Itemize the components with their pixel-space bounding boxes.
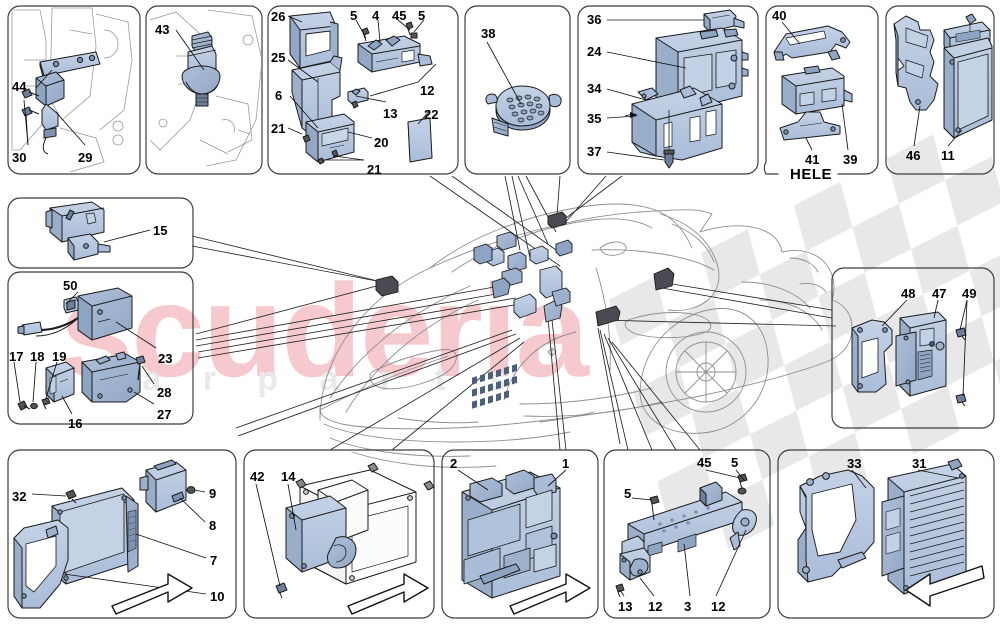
callout-49: 49 <box>962 286 977 301</box>
callout-37: 37 <box>587 144 602 159</box>
callout-23: 23 <box>158 351 173 366</box>
callout-20: 20 <box>374 135 389 150</box>
callout-5-b: 5 <box>418 8 426 23</box>
callout-1: 1 <box>562 456 570 471</box>
callout-9: 9 <box>209 486 217 501</box>
callout-35: 35 <box>587 111 602 126</box>
callout-41: 41 <box>805 152 820 167</box>
arrow-icon <box>347 573 429 615</box>
callout-19: 19 <box>52 349 67 364</box>
callout-44: 44 <box>12 79 27 94</box>
callout-17: 17 <box>9 349 24 364</box>
callout-46: 46 <box>906 148 921 163</box>
callout-50: 50 <box>63 278 78 293</box>
callout-12-a: 12 <box>420 83 435 98</box>
callout-8: 8 <box>209 518 217 533</box>
callout-31: 31 <box>912 456 927 471</box>
callout-24: 24 <box>587 44 602 59</box>
hele-label: HELE <box>790 166 833 183</box>
callout-27: 27 <box>157 407 172 422</box>
callout-40: 40 <box>772 8 787 23</box>
callout-42: 42 <box>250 469 265 484</box>
callout-3: 3 <box>684 599 692 614</box>
callout-34: 34 <box>587 81 602 96</box>
callout-45-a: 45 <box>392 8 407 23</box>
callout-22: 22 <box>424 107 439 122</box>
callout-6: 6 <box>275 88 283 103</box>
callout-48: 48 <box>901 286 916 301</box>
callout-33: 33 <box>847 456 862 471</box>
arrow-icon <box>111 573 193 615</box>
callout-36: 36 <box>587 12 602 27</box>
callout-30: 30 <box>12 150 27 165</box>
callout-18: 18 <box>30 349 45 364</box>
callout-5-c: 5 <box>731 455 739 470</box>
callout-25: 25 <box>271 50 286 65</box>
callout-7: 7 <box>210 553 218 568</box>
arrow-icon <box>905 565 985 607</box>
callout-28: 28 <box>157 385 172 400</box>
callout-4: 4 <box>372 8 380 23</box>
callout-13-b: 13 <box>618 599 633 614</box>
callout-32: 32 <box>12 489 27 504</box>
callout-12-b: 12 <box>648 599 663 614</box>
callout-21-a: 21 <box>271 121 286 136</box>
callout-13-a: 13 <box>383 106 398 121</box>
callout-12-c: 12 <box>711 599 726 614</box>
callout-26: 26 <box>271 9 286 24</box>
callout-15: 15 <box>153 223 168 238</box>
callout-10: 10 <box>210 589 225 604</box>
callout-5-a: 5 <box>350 8 358 23</box>
callout-47: 47 <box>932 286 947 301</box>
callout-16: 16 <box>68 416 83 431</box>
callout-39: 39 <box>843 152 858 167</box>
callout-45-b: 45 <box>697 455 712 470</box>
callout-29: 29 <box>78 150 93 165</box>
callout-21-b: 21 <box>367 162 382 177</box>
callout-2: 2 <box>450 456 458 471</box>
callout-38: 38 <box>481 26 496 41</box>
callout-5-d: 5 <box>624 486 632 501</box>
arrow-icon <box>509 573 591 615</box>
callout-14: 14 <box>281 469 296 484</box>
callout-11: 11 <box>941 148 955 163</box>
callout-43: 43 <box>155 22 170 37</box>
